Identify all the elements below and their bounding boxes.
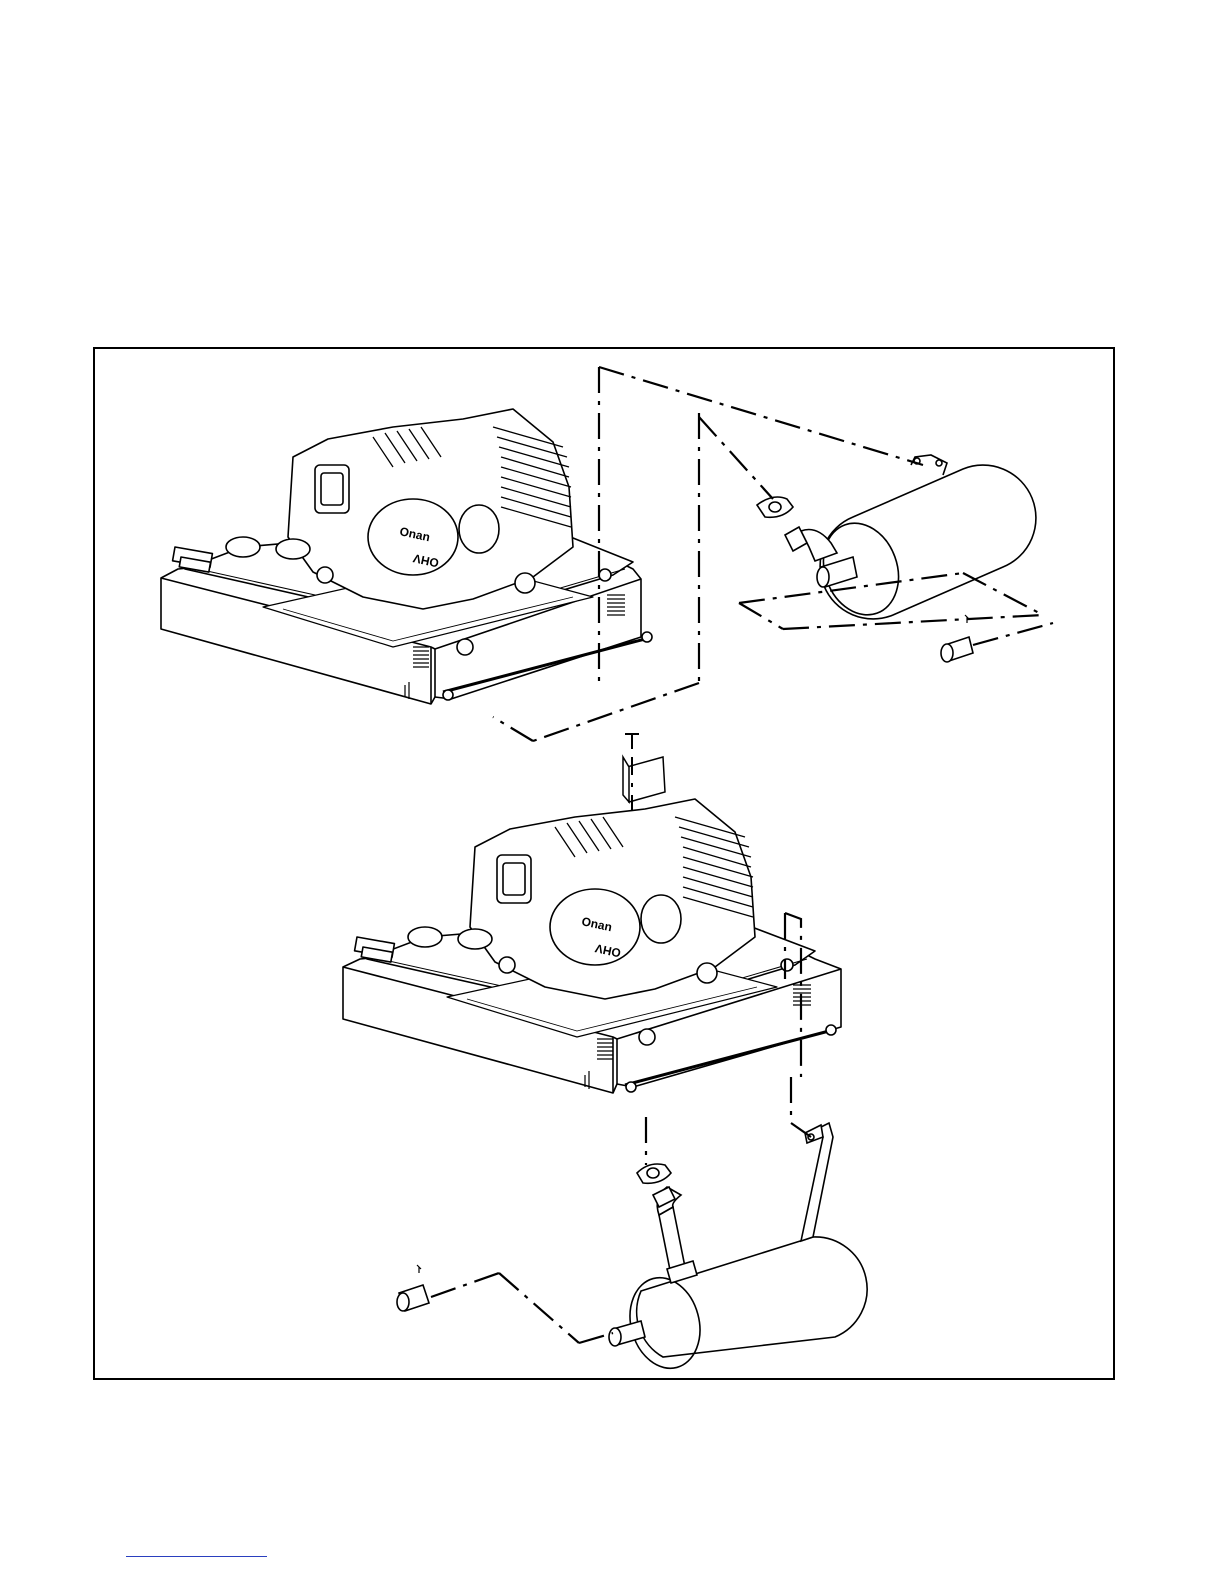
exploded-view-drawing: Onan OHV bbox=[93, 347, 1115, 1380]
upper-muffler-group bbox=[757, 455, 1036, 662]
lower-generator-assembly: Onan OHV bbox=[343, 799, 841, 1093]
muffler-icon bbox=[820, 465, 1036, 619]
lower-muffler-group bbox=[397, 1123, 867, 1376]
upper-generator-assembly: Onan OHV bbox=[161, 409, 652, 704]
bracket-icon bbox=[623, 734, 665, 802]
footer-link-underline[interactable] bbox=[126, 1556, 267, 1557]
